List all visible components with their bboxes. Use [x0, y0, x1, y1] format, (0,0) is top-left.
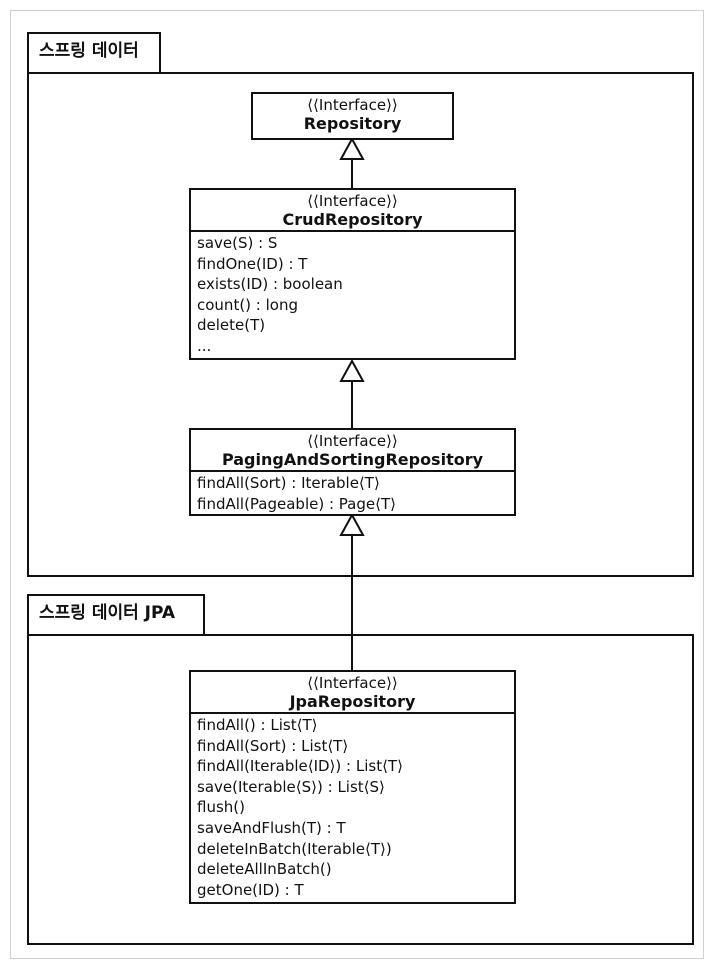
generalization-arrowhead [339, 512, 365, 536]
package-spring-data [27, 72, 694, 577]
class-header: ⟨⟨Interface⟩⟩ JpaRepository [191, 672, 514, 714]
method-item: findAll() : List⟨T⟩ [197, 716, 318, 734]
class-paging-and-sorting-repository: ⟨⟨Interface⟩⟩ PagingAndSortingRepository… [189, 428, 516, 516]
class-jpa-repository: ⟨⟨Interface⟩⟩ JpaRepository findAll() : … [189, 670, 516, 904]
stereotype-label: ⟨⟨Interface⟩⟩ [307, 96, 398, 114]
generalization-arrowhead [339, 358, 365, 382]
class-name: CrudRepository [282, 210, 423, 229]
method-item: findAll(Sort) : List⟨T⟩ [197, 736, 349, 755]
class-header: ⟨⟨Interface⟩⟩ Repository [253, 94, 452, 134]
method-item: getOne(ID) : T [197, 880, 304, 899]
stereotype-label: ⟨⟨Interface⟩⟩ [307, 432, 398, 450]
method-item: exists(ID) : boolean [197, 275, 343, 294]
class-name: PagingAndSortingRepository [221, 450, 484, 469]
stereotype-label: ⟨⟨Interface⟩⟩ [307, 192, 398, 210]
method-item: findAll(Iterable⟨ID⟩) : List⟨T⟩ [197, 757, 403, 776]
package-label: 스프링 데이터 [39, 41, 139, 61]
package-tab-spring-data-jpa: 스프링 데이터 JPA [27, 594, 205, 636]
method-item: findAll(Sort) : Iterable⟨T⟩ [197, 474, 380, 492]
package-spring-data-jpa [27, 634, 694, 945]
method-item: saveAndFlush(T) : T [197, 818, 346, 837]
method-item: ... [197, 336, 212, 355]
class-header: ⟨⟨Interface⟩⟩ PagingAndSortingRepository [191, 430, 514, 472]
class-header: ⟨⟨Interface⟩⟩ CrudRepository [191, 190, 514, 232]
method-list: findAll(Sort) : Iterable⟨T⟩ findAll(Page… [191, 472, 514, 516]
class-crud-repository: ⟨⟨Interface⟩⟩ CrudRepository save(S) : S… [189, 188, 516, 360]
package-tab-spring-data: 스프링 데이터 [27, 32, 161, 74]
method-item: deleteAllInBatch() [197, 860, 332, 879]
method-item: findOne(ID) : T [197, 254, 308, 273]
method-item: save(S) : S [197, 234, 278, 252]
class-name: Repository [303, 114, 402, 133]
class-repository: ⟨⟨Interface⟩⟩ Repository [251, 92, 454, 140]
method-item: deleteInBatch(Iterable⟨T⟩) [197, 839, 392, 858]
class-name: JpaRepository [289, 692, 416, 711]
method-item: delete(T) [197, 316, 266, 335]
stereotype-label: ⟨⟨Interface⟩⟩ [307, 674, 398, 692]
method-list: save(S) : S findOne(ID) : T exists(ID) :… [191, 232, 514, 359]
method-item: findAll(Pageable) : Page⟨T⟩ [197, 494, 396, 513]
method-item: flush() [197, 798, 245, 817]
method-list: findAll() : List⟨T⟩ findAll(Sort) : List… [191, 714, 514, 902]
method-item: save(Iterable⟨S⟩) : List⟨S⟩ [197, 777, 385, 796]
diagram-frame [10, 10, 704, 959]
package-label: 스프링 데이터 JPA [39, 603, 176, 623]
method-item: count() : long [197, 295, 298, 314]
generalization-arrowhead [339, 136, 365, 160]
